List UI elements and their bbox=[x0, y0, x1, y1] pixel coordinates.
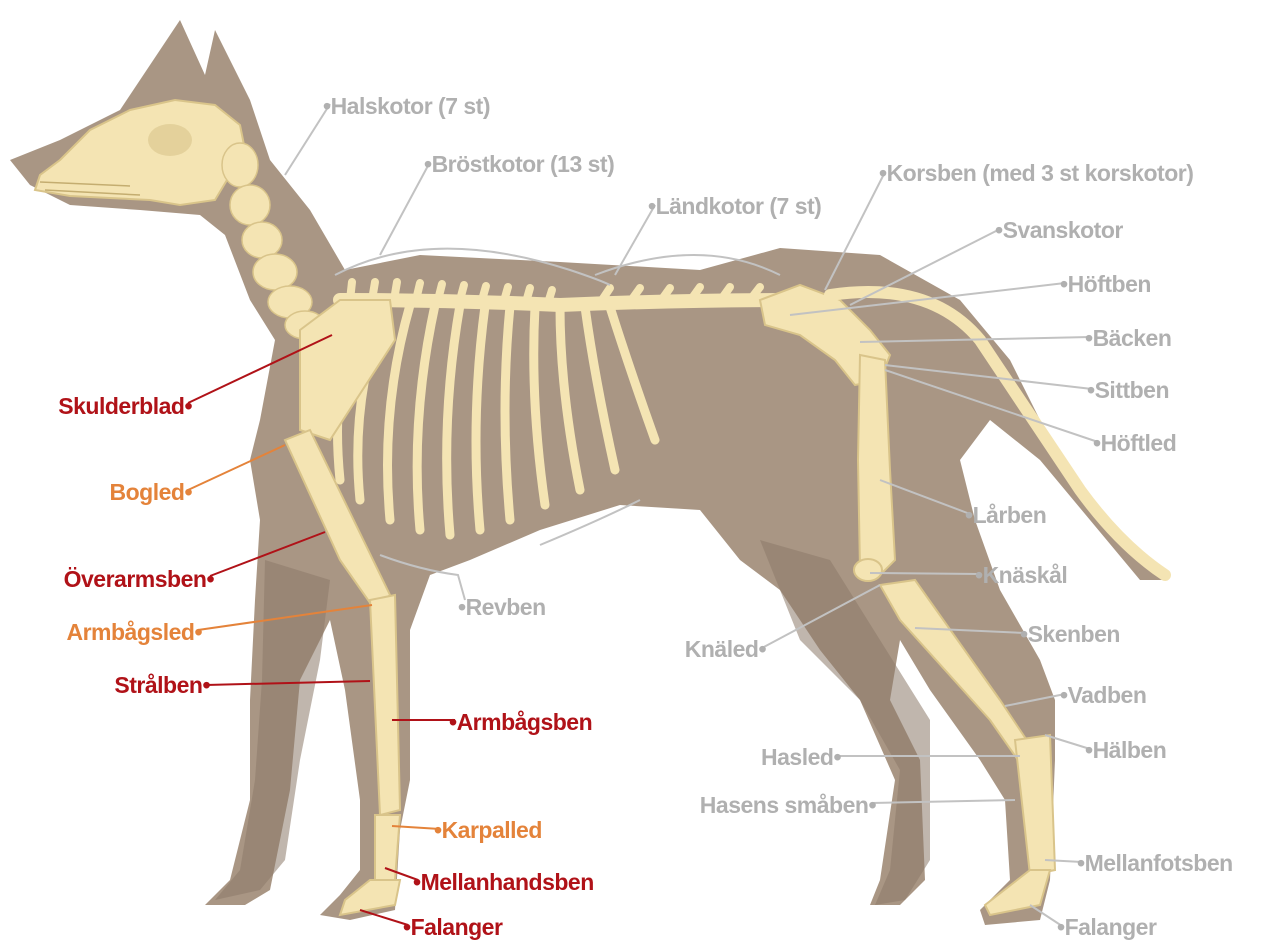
label-halskotor-text: Halskotor (7 st) bbox=[331, 93, 490, 119]
label-knaskal: •Knäskål bbox=[975, 562, 1067, 588]
label-hasled-text: Hasled bbox=[761, 744, 833, 770]
label-karpalled: •Karpalled bbox=[434, 817, 542, 843]
label-falanger-bak: •Falanger bbox=[1057, 914, 1156, 940]
label-hasens-smaben-text: Hasens småben bbox=[700, 792, 869, 818]
label-hasled: Hasled• bbox=[761, 744, 841, 770]
label-vadben: •Vadben bbox=[1060, 682, 1146, 708]
label-korsben-text: Korsben (med 3 st korskotor) bbox=[887, 160, 1194, 186]
far-leg-front bbox=[215, 560, 330, 900]
label-sittben: •Sittben bbox=[1087, 377, 1169, 403]
label-larben: •Lårben bbox=[965, 502, 1046, 528]
label-hoftben-text: Höftben bbox=[1068, 271, 1151, 297]
label-armbagsben-text: Armbågsben bbox=[457, 709, 593, 735]
label-korsben: •Korsben (med 3 st korskotor) bbox=[879, 160, 1193, 186]
label-bogled: Bogled• bbox=[109, 479, 192, 505]
label-revben: •Revben bbox=[458, 594, 546, 620]
label-knaled: Knäled• bbox=[685, 636, 766, 662]
label-halben: •Hälben bbox=[1085, 737, 1166, 763]
label-knaled-text: Knäled bbox=[685, 636, 759, 662]
label-falanger-fram-text: Falanger bbox=[411, 914, 503, 940]
label-halskotor: •Halskotor (7 st) bbox=[323, 93, 490, 119]
label-svanskotor: •Svanskotor bbox=[995, 217, 1123, 243]
label-mellanfotsben-text: Mellanfotsben bbox=[1085, 850, 1233, 876]
label-armbagsled: Armbågsled• bbox=[67, 619, 203, 645]
skull-bone bbox=[35, 100, 245, 205]
label-armbagsben: •Armbågsben bbox=[449, 709, 592, 735]
label-bogled-text: Bogled bbox=[109, 479, 184, 505]
label-revben-text: Revben bbox=[466, 594, 546, 620]
label-hasens-smaben: Hasens småben• bbox=[700, 792, 876, 818]
label-mellanfotsben: •Mellanfotsben bbox=[1077, 850, 1233, 876]
label-hoftled-text: Höftled bbox=[1101, 430, 1177, 456]
label-hoftled: •Höftled bbox=[1093, 430, 1176, 456]
label-backen-text: Bäcken bbox=[1093, 325, 1172, 351]
label-mellanhandsben: •Mellanhandsben bbox=[413, 869, 594, 895]
label-skulderblad: Skulderblad• bbox=[58, 393, 192, 419]
label-stralben-text: Strålben bbox=[114, 672, 202, 698]
label-armbagsled-text: Armbågsled bbox=[67, 619, 195, 645]
label-vadben-text: Vadben bbox=[1068, 682, 1147, 708]
label-svanskotor-text: Svanskotor bbox=[1003, 217, 1123, 243]
label-skenben: •Skenben bbox=[1020, 621, 1120, 647]
label-karpalled-text: Karpalled bbox=[442, 817, 542, 843]
label-overarmsben-text: Överarmsben bbox=[64, 566, 207, 592]
label-stralben: Strålben• bbox=[114, 672, 210, 698]
label-hoftben: •Höftben bbox=[1060, 271, 1151, 297]
label-skenben-text: Skenben bbox=[1028, 621, 1120, 647]
label-mellanhandsben-text: Mellanhandsben bbox=[421, 869, 594, 895]
label-backen: •Bäcken bbox=[1085, 325, 1171, 351]
label-knaskal-text: Knäskål bbox=[983, 562, 1068, 588]
label-larben-text: Lårben bbox=[973, 502, 1047, 528]
label-landkotor-text: Ländkotor (7 st) bbox=[656, 193, 822, 219]
label-falanger-bak-text: Falanger bbox=[1065, 914, 1157, 940]
label-halben-text: Hälben bbox=[1093, 737, 1167, 763]
label-landkotor: •Ländkotor (7 st) bbox=[648, 193, 821, 219]
label-sittben-text: Sittben bbox=[1095, 377, 1169, 403]
label-falanger-fram: •Falanger bbox=[403, 914, 502, 940]
label-overarmsben: Överarmsben• bbox=[64, 566, 214, 592]
label-skulderblad-text: Skulderblad bbox=[58, 393, 184, 419]
label-brostkotor: •Bröstkotor (13 st) bbox=[424, 151, 614, 177]
label-brostkotor-text: Bröstkotor (13 st) bbox=[432, 151, 615, 177]
